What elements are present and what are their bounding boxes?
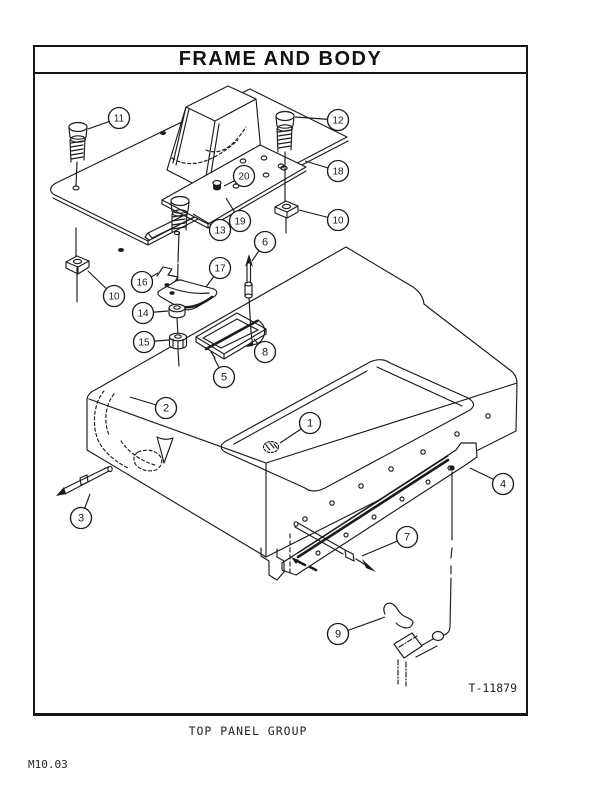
release-rod [245,254,253,340]
panel-holes [303,414,490,521]
callout-15-circle [134,332,155,353]
square-nut-right [275,201,298,233]
callout-6-circle [255,232,276,253]
callout-4: 4 [493,474,514,495]
page-code: M10.03 [28,758,68,771]
callout-10: 10 [104,286,125,307]
hex-bolt-12 [276,112,294,202]
callout-13: 13 [210,220,231,241]
callout-10-circle [104,286,125,307]
callout-2: 2 [156,398,177,419]
callout-3-number: 3 [78,513,84,525]
callout-16-circle [132,272,153,293]
callout-14-circle [133,303,154,324]
title-bar: FRAME AND BODY [35,47,526,74]
callout-7-circle [397,527,418,548]
callout-10-number: 10 [108,292,120,303]
callout-2-circle [156,398,177,419]
callout-20: 20 [234,166,255,187]
page-title: FRAME AND BODY [178,48,383,70]
callout-17: 17 [210,258,231,279]
callout-15: 15 [134,332,155,353]
grommet-screw [213,181,221,191]
callout-5-circle [214,367,235,388]
flat-washer [169,304,185,318]
callout-18: 18 [328,161,349,182]
callout-10-circle [328,210,349,231]
hex-bolt-13 [171,197,189,263]
callout-20-circle [234,166,255,187]
callout-20-number: 20 [238,172,250,183]
callout-1-circle [300,413,321,434]
support-plate [162,145,306,228]
square-nut-left [66,228,89,302]
striker-bar [206,320,265,349]
callout-11-number: 11 [114,114,125,125]
callout-5: 5 [214,367,235,388]
callout-11: 11 [109,108,130,129]
callout-9: 9 [328,624,349,645]
hidden-hose [94,391,161,471]
callout-2-number: 2 [163,403,169,415]
callout-9-number: 9 [335,629,341,641]
callout-18-number: 18 [332,167,344,178]
callout-14-number: 14 [137,309,149,320]
callout-3: 3 [71,508,92,529]
main-body-panel [87,247,517,557]
callout-19-circle [230,211,251,232]
probe-left [56,466,112,496]
callout-4-circle [493,474,514,495]
callout-7-number: 7 [404,532,410,544]
callout-11-circle [109,108,130,129]
callout-12: 12 [328,110,349,131]
callout-7: 7 [397,527,418,548]
cable-assembly [384,472,452,686]
grommet [264,442,279,453]
figure-caption: TOP PANEL GROUP [188,724,308,738]
lock-nut [170,333,187,349]
figure-number: T-11879 [468,681,517,695]
callout-13-number: 13 [214,226,226,237]
callout-10-number: 10 [332,216,344,227]
pedal-plate [158,280,217,310]
callout-1: 1 [300,413,321,434]
callout-8: 8 [255,342,276,363]
callout-1-number: 1 [307,418,313,430]
hex-bolt-11 [69,123,87,187]
callout-16-number: 16 [136,278,148,289]
callout-16: 16 [132,272,153,293]
callout-12-number: 12 [332,116,344,127]
callout-19: 19 [230,211,251,232]
callout-6-number: 6 [262,237,268,249]
callout-15-number: 15 [138,338,150,349]
callout-12-circle [328,110,349,131]
callout-14: 14 [133,303,154,324]
callout-5-number: 5 [221,372,227,384]
callout-4-number: 4 [500,479,506,491]
callout-6: 6 [255,232,276,253]
callout-19-number: 19 [234,217,246,228]
callout-8-number: 8 [262,347,268,359]
callout-13-circle [210,220,231,241]
callout-10: 10 [328,210,349,231]
callout-18-circle [328,161,349,182]
callout-3-circle [71,508,92,529]
probe-right [291,522,376,572]
callout-17-circle [210,258,231,279]
corner-bracket [261,534,290,580]
callout-8-circle [255,342,276,363]
callout-17-number: 17 [214,264,226,275]
callout-9-circle [328,624,349,645]
